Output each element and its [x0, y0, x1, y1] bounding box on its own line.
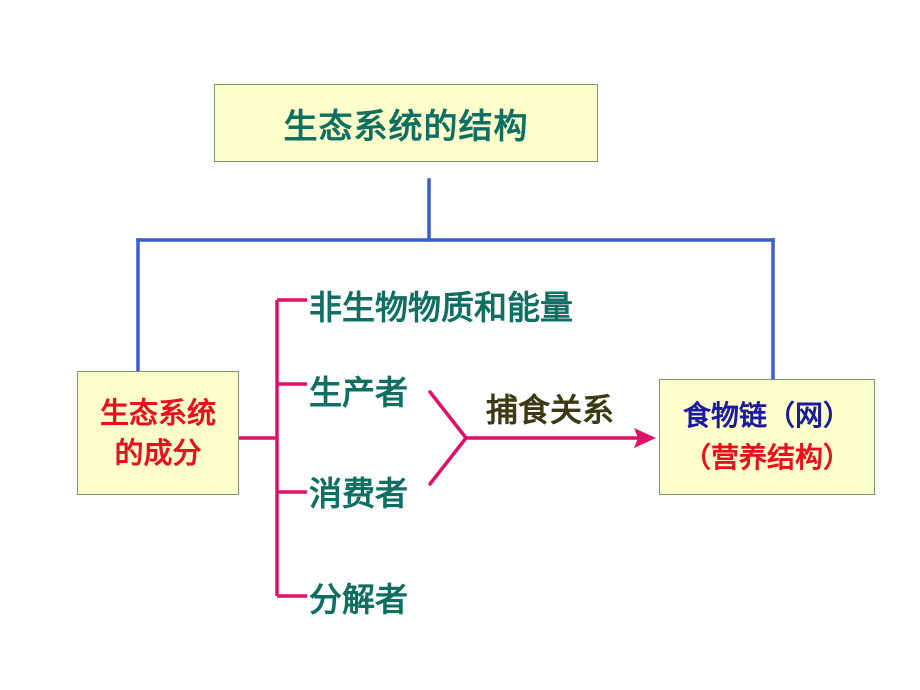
components-label-line1: 生态系统 — [99, 396, 216, 430]
food-chain-box: 食物链（网） （营养结构） — [659, 379, 875, 495]
abiotic-label: 非生物物质和能量 — [309, 288, 573, 327]
trophic-structure-label: （营养结构） — [682, 441, 851, 474]
component-bracket — [232, 298, 307, 598]
tree-connectors — [136, 178, 775, 381]
components-box: 生态系统 的成分 — [77, 371, 239, 495]
components-label-line2: 的成分 — [114, 436, 202, 470]
decomposer-label: 分解者 — [309, 580, 408, 619]
predation-label: 捕食关系 — [486, 391, 615, 429]
consumer-label: 消费者 — [309, 474, 408, 513]
title-box: 生态系统的结构 — [214, 84, 598, 162]
arrow-head — [634, 428, 656, 448]
page-title: 生态系统的结构 — [283, 106, 529, 147]
predation-arrow — [428, 390, 642, 486]
arrow-branch-producer — [428, 390, 468, 440]
arrow-branch-consumer — [428, 436, 468, 486]
food-chain-label: 食物链（网） — [682, 399, 851, 432]
producer-label: 生产者 — [309, 373, 408, 412]
